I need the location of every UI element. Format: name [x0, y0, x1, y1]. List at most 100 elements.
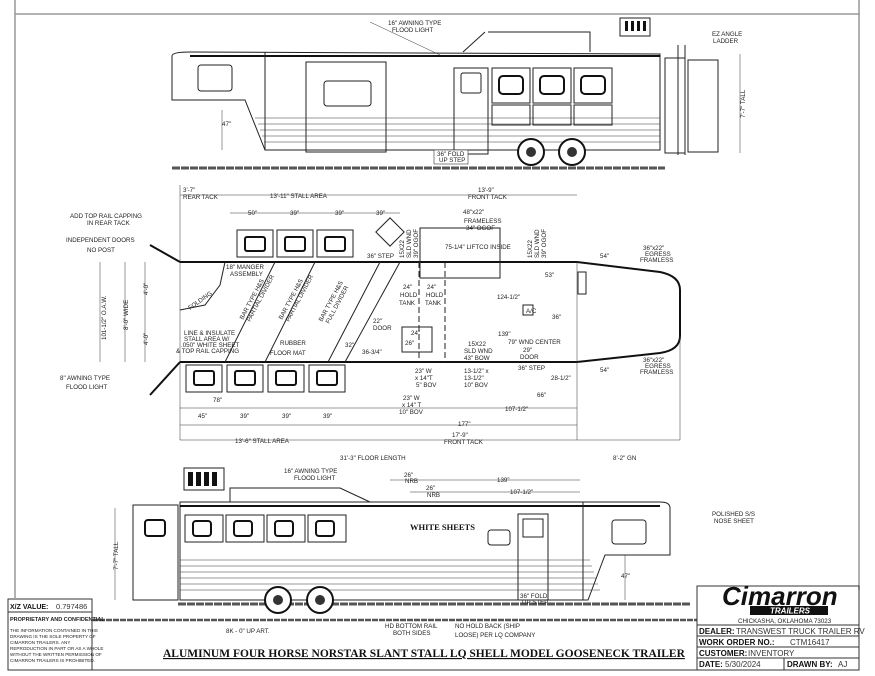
work-order-value: CTM16417 — [790, 638, 830, 647]
curbside-entry-door — [453, 67, 489, 155]
dimension: 17'-9" — [452, 432, 468, 439]
roadside-stall-windows — [184, 514, 347, 543]
work-order-label: WORK ORDER NO.: — [699, 638, 775, 647]
callout: 18" MANGER — [226, 264, 264, 271]
callout: RUBBER — [280, 340, 306, 347]
window-spec: 10" BOV — [399, 409, 424, 416]
height-dimension: 7'-7" TALL — [113, 541, 120, 570]
callout: NO POST — [87, 247, 115, 254]
step-label: 36" FOLD — [520, 593, 548, 600]
ladder-label: EZ ANGLE — [712, 31, 742, 38]
roadside-siding — [180, 559, 600, 591]
tank-label: TANK — [399, 300, 416, 307]
dimension: 26" — [405, 340, 414, 347]
holdback-label: LOOSE) PER LQ COMPANY — [455, 632, 535, 639]
dimension: REAR TACK — [183, 194, 219, 201]
dimension: 39" — [290, 210, 299, 217]
dimension: 4'-0" — [143, 283, 150, 295]
callout: ADD TOP RAIL CAPPING — [70, 213, 142, 220]
dimension: 36" STEP — [518, 365, 545, 372]
window-spec: 36"x22" — [643, 357, 664, 364]
dimension: 13'-6" STALL AREA — [235, 438, 290, 445]
callout: & TOP RAIL CAPPING — [176, 348, 239, 355]
dimension: 26" — [404, 472, 413, 479]
callout: FOLDING — [187, 290, 214, 312]
dimension: 36-3/4" — [362, 349, 382, 356]
dimension: 32" — [345, 342, 354, 349]
tank-label: HOLD — [400, 292, 418, 299]
dimension: 39" OGOF — [541, 229, 548, 258]
proprietary-text: WITHOUT THE WRITTEN PERMISSION OF — [10, 652, 102, 657]
callout: FLOOR MAT — [270, 350, 306, 357]
dimension: FRAMELESS — [464, 218, 501, 225]
roadside-wheels — [264, 586, 334, 614]
proprietary-text: REPRODUCTION IN PART OR AS A WHOLE — [10, 646, 103, 651]
dimension: DOOR — [520, 354, 539, 361]
proprietary-text: DRAWING IS THE SOLE PROPERTY OF — [10, 634, 96, 639]
dimension: 15X22 — [468, 341, 486, 348]
dimension: 79" WND CENTER — [508, 339, 561, 346]
proprietary-text: CIMARRON TRAILERS. ANY — [10, 640, 70, 645]
dimension: 107-1/2" — [505, 406, 528, 413]
tank-label: HOLD — [426, 292, 444, 299]
flood-light-label: 16" AWNING TYPE — [388, 20, 441, 27]
date-value: 5/30/2024 — [725, 660, 761, 669]
roadside-entry-door — [517, 513, 549, 601]
dimension: 54" — [600, 367, 609, 374]
flood-light-label: FLOOD LIGHT — [392, 27, 433, 34]
dimension: 50" — [248, 210, 257, 217]
dealer-label: DEALER: — [699, 627, 735, 636]
customer-label: CUSTOMER: — [699, 649, 747, 658]
dimension: FRONT TACK — [468, 194, 508, 201]
tank-label: TANK — [425, 300, 442, 307]
dimension: 4'-0" — [143, 333, 150, 345]
holdback-label: NO HOLD BACK (SHIP — [455, 623, 520, 630]
dimension: 34" OGOF — [466, 225, 495, 232]
dimension: 139" — [498, 331, 511, 338]
dimension: 39" OGOF — [413, 229, 420, 258]
ladder-label: LADDER — [713, 38, 739, 45]
dimension: 177" — [458, 421, 471, 428]
dimension: SLD WND — [406, 229, 413, 258]
dimension: 28-1/2" — [551, 375, 571, 382]
roadside-elevation — [114, 467, 690, 614]
dimension: 53" — [545, 272, 554, 279]
dimension: 107-1/2" — [510, 489, 533, 496]
callout: INDEPENDENT DOORS — [66, 237, 135, 244]
dimension: 39" — [240, 413, 249, 420]
dimension: NRB — [427, 492, 440, 499]
dimension: 48"x22" — [463, 209, 484, 216]
callout: 8" AWNING TYPE — [60, 375, 110, 382]
step-label: UP STEP — [439, 157, 465, 164]
dimension: 101-1/2" O.A.W. — [101, 295, 108, 340]
dimension: 36" STEP — [367, 253, 394, 260]
xz-value: 0.797486 — [56, 602, 87, 611]
dimension: 26" — [426, 485, 435, 492]
dimension: 29" — [523, 347, 532, 354]
window-spec: 13-1/2" x — [464, 368, 489, 375]
drawn-by-label: DRAWN BY: — [787, 660, 833, 669]
tank-label: 24" — [427, 284, 436, 291]
dimension: 139" — [497, 477, 510, 484]
dimension: 39" — [323, 413, 332, 420]
gooseneck-height: 47" — [621, 573, 630, 580]
gooseneck-height: 47" — [222, 121, 231, 128]
rear-tack-door — [132, 504, 179, 601]
window-spec: 13-1/2" — [464, 375, 484, 382]
dimension: 36" — [552, 314, 561, 321]
proprietary-heading: PROPRIETARY AND CONFIDENTIAL — [10, 617, 105, 623]
plan-stall-windows — [185, 229, 354, 393]
dimension: 3'-7" — [183, 187, 195, 194]
height-dimension: 7'-7" TALL — [740, 89, 747, 118]
drawing-title: ALUMINUM FOUR HORSE NORSTAR SLANT STALL … — [163, 648, 686, 660]
xz-label: X/Z VALUE: — [10, 604, 48, 611]
proprietary-text: THE INFORMATION CONTAINED IN THIS — [10, 628, 98, 633]
drawn-by-value: AJ — [838, 660, 847, 669]
step-label: UP STEP — [522, 599, 548, 606]
rail-label: HD BOTTOM RAIL — [385, 623, 438, 630]
flood-light-label: 16" AWNING TYPE — [284, 468, 337, 475]
axle-label: 8K - 0" UP ART. — [226, 628, 270, 635]
dimension: 13'-11" STALL AREA — [270, 193, 328, 200]
callout: FLOOD LIGHT — [66, 384, 107, 391]
